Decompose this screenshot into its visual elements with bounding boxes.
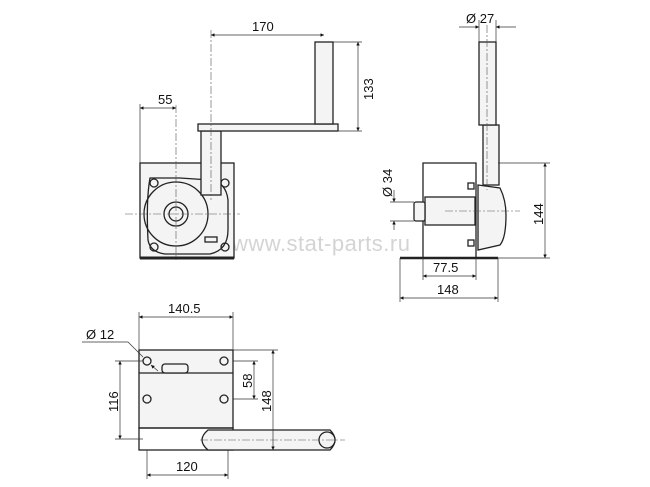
dim-depth-label: 148 (259, 390, 274, 412)
side-view: Ø 27 Ø 34 144 77.5 148 (380, 11, 550, 302)
dim-hole-horiz-label: 120 (176, 459, 198, 474)
plan-view: 140.5 Ø 12 116 58 148 120 (82, 301, 345, 479)
dim-base-label: 148 (437, 282, 459, 297)
dim-side-height-label: 144 (531, 203, 546, 225)
front-view: 55 170 133 (125, 19, 376, 260)
crank-handle (314, 41, 334, 125)
dim-hole-spacing-label: 58 (240, 374, 255, 388)
dim-handle-dia-label: Ø 27 (466, 11, 494, 26)
dim-bracket-label: 77.5 (433, 260, 458, 275)
dim-width-label: 140.5 (168, 301, 201, 316)
side-handle (478, 41, 497, 126)
watermark: www.stat-parts.ru (231, 231, 410, 256)
drum-cap (161, 363, 189, 374)
gearbox-housing (477, 184, 507, 251)
base-plate (138, 349, 234, 429)
dim-offset-label: 55 (158, 92, 172, 107)
crank-arm (197, 123, 339, 132)
dim-hole-dia-label: Ø 12 (86, 327, 114, 342)
dim-hole-vert-label: 116 (106, 391, 121, 412)
dim-arm-label: 170 (252, 19, 274, 34)
dim-height-label: 133 (361, 78, 376, 100)
dim-drum-dia-label: Ø 34 (380, 169, 395, 197)
